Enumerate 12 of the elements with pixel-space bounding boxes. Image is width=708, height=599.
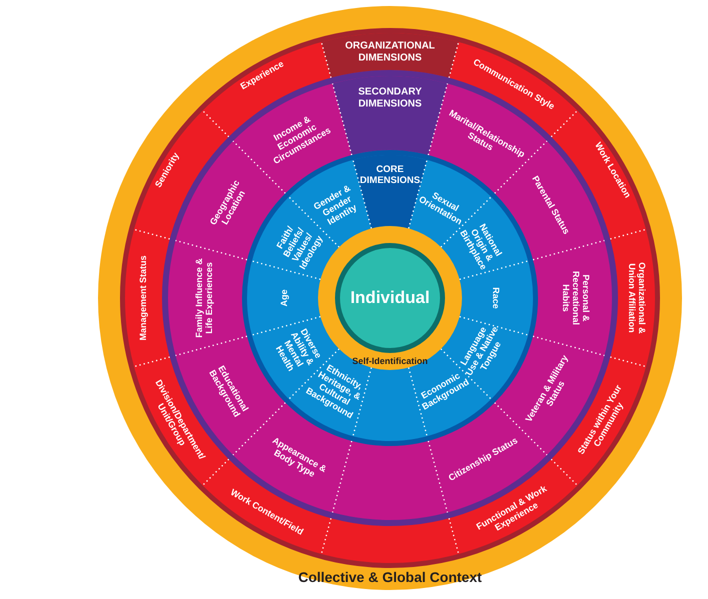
ring-heading: Collective & Global Context <box>298 568 482 586</box>
dimension-label: Race <box>490 269 502 327</box>
dimension-label: Family Influence & Life Experiences <box>194 257 214 339</box>
dimension-label: Organizational & Union Affiliation <box>626 252 648 344</box>
ring-heading: CORE DIMENSIONS <box>358 165 422 187</box>
dimension-label: Age <box>278 269 290 327</box>
dimension-label: Management Status <box>138 252 148 344</box>
dimension-label: Personal & Recreational Habits <box>560 257 592 339</box>
ring-heading: ORGANIZATIONAL DIMENSIONS <box>344 40 436 64</box>
center-circle: Individual <box>335 243 445 353</box>
ring-heading: Self-Identification <box>352 356 428 366</box>
ring-heading: SECONDARY DIMENSIONS <box>357 86 423 110</box>
